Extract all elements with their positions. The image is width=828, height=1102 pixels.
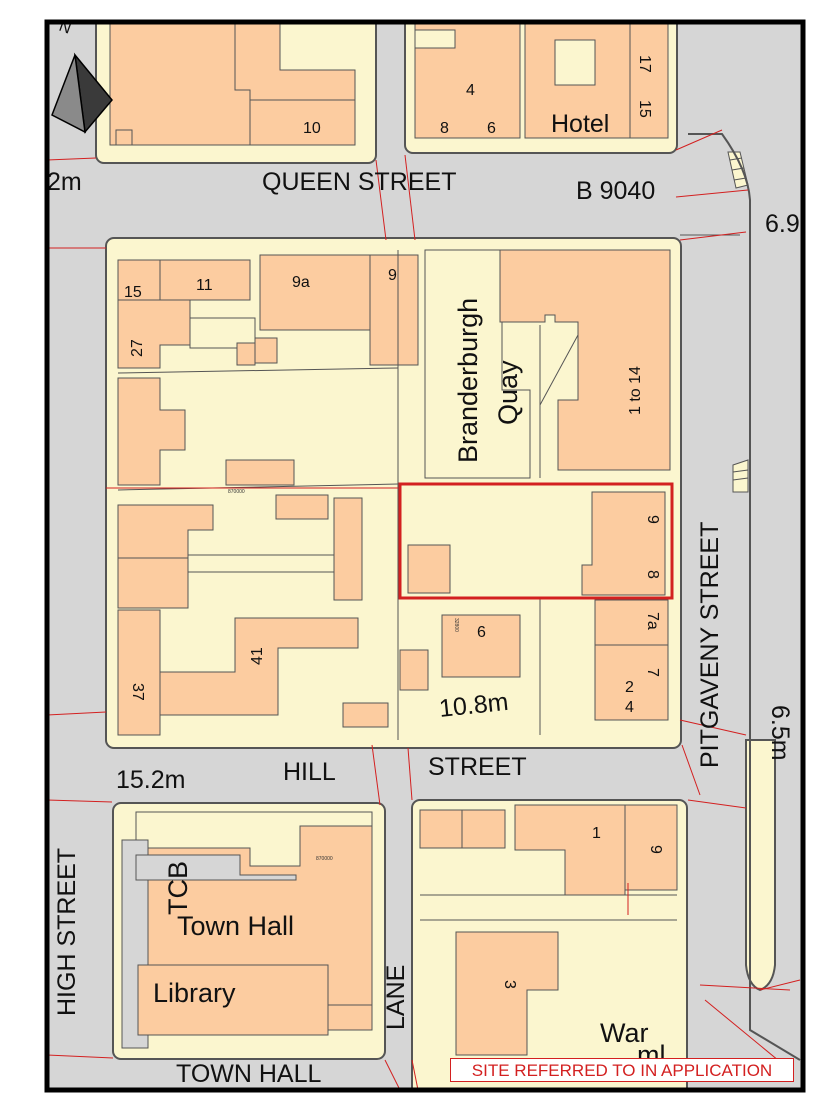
building-number: 7 bbox=[644, 668, 661, 677]
building-number: 37 bbox=[129, 683, 146, 701]
street-label-hill: HILL bbox=[283, 758, 336, 786]
block-east-strip bbox=[680, 133, 801, 1061]
block-top-right: 4 8 6 Hotel 17 15 bbox=[404, 22, 678, 154]
benchmark-label: 870000 bbox=[316, 856, 333, 862]
block-bottom-right: 1 9 3 War ml bbox=[411, 799, 688, 1090]
building-number: 41 bbox=[249, 647, 266, 665]
building-number: 6 bbox=[477, 624, 486, 641]
height-label: 6.9 bbox=[765, 210, 800, 238]
block-town-hall: TCB Town Hall Library 870000 bbox=[112, 802, 386, 1060]
building-label-library: Library bbox=[153, 978, 236, 1008]
building-number: 6 bbox=[487, 120, 496, 137]
building-label-hotel: Hotel bbox=[551, 110, 609, 138]
building-label-tcb: TCB bbox=[163, 861, 193, 915]
building-number: 15 bbox=[636, 100, 653, 118]
building-number: 8 bbox=[644, 570, 661, 579]
height-label: 15.2m bbox=[116, 766, 185, 794]
building-number: 3 bbox=[501, 980, 518, 989]
street-label-street: STREET bbox=[428, 753, 527, 781]
building-number: 4 bbox=[466, 82, 475, 99]
height-label: 2m bbox=[47, 168, 82, 196]
block-middle: 15 11 9a 9 27 Branderburgh Quay 1 to 14 … bbox=[105, 237, 682, 749]
street-label-b9040: B 9040 bbox=[576, 177, 655, 205]
building-number: 1 bbox=[592, 825, 601, 842]
building-number: 15 bbox=[124, 284, 142, 301]
block-top-left: 10 bbox=[95, 22, 377, 164]
building-number: 9 bbox=[388, 267, 397, 284]
building-label-quay: Quay bbox=[493, 360, 523, 425]
benchmark-label: 870000 bbox=[228, 489, 245, 495]
street-label-pitgaveny-street: PITGAVENY STREET bbox=[696, 522, 724, 768]
building-label-town-hall: Town Hall bbox=[177, 911, 294, 941]
building-number: 9 bbox=[644, 515, 661, 524]
building-number: 10 bbox=[303, 120, 321, 137]
street-label-lane: LANE bbox=[382, 965, 410, 1030]
benchmark-label: 32800 bbox=[453, 618, 459, 632]
building-label-branderburgh: Branderburgh bbox=[453, 298, 483, 463]
building-number: 8 bbox=[440, 120, 449, 137]
building-number: 4 bbox=[625, 699, 634, 716]
building-number: 1 to 14 bbox=[627, 366, 644, 415]
street-label-town-hall: TOWN HALL bbox=[176, 1060, 321, 1088]
parcel-boundary-lines bbox=[47, 129, 801, 1090]
building-label-war: War bbox=[600, 1018, 649, 1048]
building-number: 27 bbox=[129, 339, 146, 357]
building-number: 11 bbox=[196, 277, 213, 294]
north-arrow-icon: N bbox=[51, 22, 113, 134]
building-number: 2 bbox=[625, 679, 634, 696]
street-label-high-street: HIGH STREET bbox=[53, 848, 81, 1016]
building-number: 7a bbox=[644, 612, 661, 630]
legend-site-referred: SITE REFERRED TO IN APPLICATION bbox=[450, 1058, 794, 1082]
street-label-queen-street: QUEEN STREET bbox=[262, 168, 456, 196]
height-label: 6.5m bbox=[766, 705, 794, 761]
building-number: 9 bbox=[647, 845, 664, 854]
building-number: 9a bbox=[292, 274, 310, 291]
map-frame bbox=[44, 19, 806, 1093]
application-site-boundary bbox=[398, 482, 674, 600]
building-number: 17 bbox=[636, 55, 653, 73]
